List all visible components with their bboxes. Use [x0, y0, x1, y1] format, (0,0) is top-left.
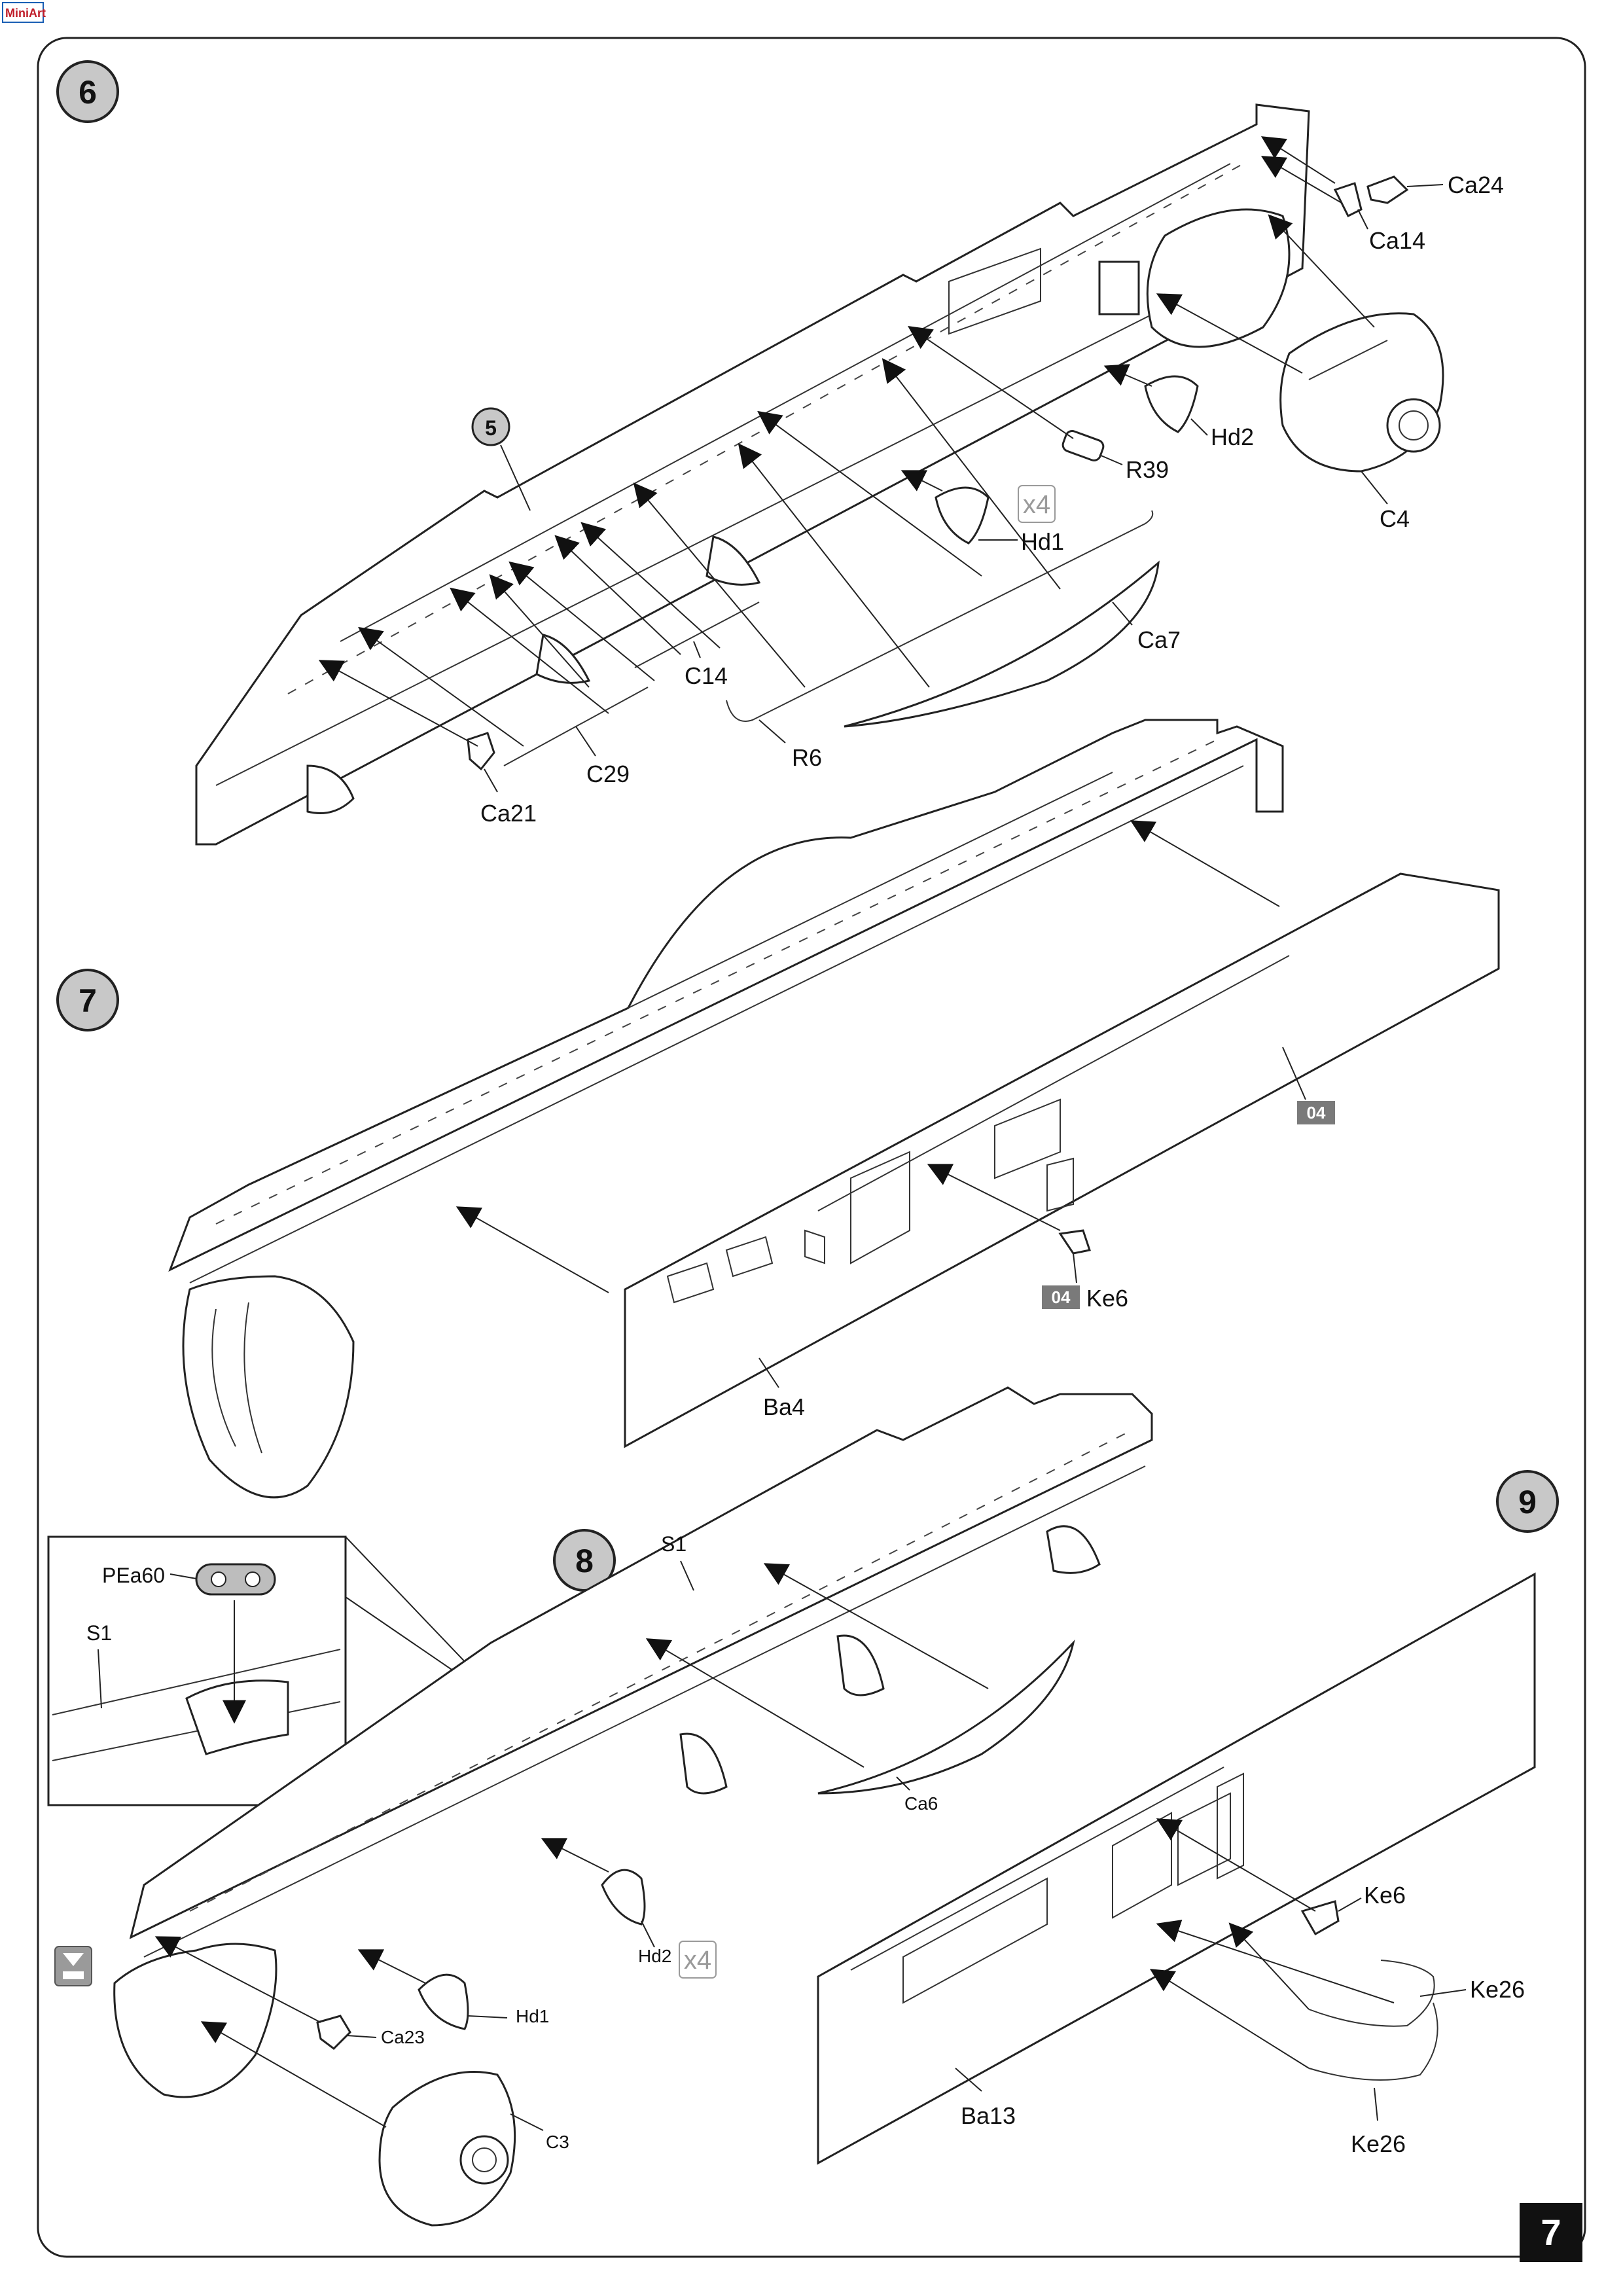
page-frame [37, 37, 1586, 2258]
step-7-circle [56, 969, 119, 1031]
step-9-circle [1496, 1470, 1559, 1533]
label-ba4: Ba4 [763, 1393, 805, 1420]
step-7-arrows [455, 820, 1280, 1293]
step-8-number: 8 [575, 1543, 594, 1579]
sub-step-5-number: 5 [485, 416, 497, 440]
x4-text-step6: x4 [1023, 490, 1050, 519]
part-ca21 [467, 732, 495, 771]
label-s1: S1 [661, 1532, 687, 1556]
step-9-number: 9 [1518, 1484, 1537, 1520]
part-ke26-upper [1308, 1960, 1435, 2027]
label-ca7: Ca7 [1137, 626, 1181, 653]
label-ba13: Ba13 [961, 2102, 1016, 2129]
step-6-arrows [318, 136, 1375, 747]
step-6-label-leaders [484, 184, 1444, 793]
page-number-box: 7 [1520, 2203, 1582, 2262]
label-ke6-step7: Ke6 [1086, 1285, 1128, 1312]
label-hd1-step8: Hd1 [516, 2006, 549, 2026]
part-hd2-step8 [601, 1869, 646, 1926]
part-badge-04-a [1297, 1101, 1335, 1124]
step-9: 9 Ke6 Ke26 Ke26 Ba13 [817, 1470, 1559, 2165]
label-r39: R39 [1126, 456, 1169, 483]
part-ca23 [316, 2015, 351, 2050]
step-6-number: 6 [79, 74, 97, 111]
part-ba13 [817, 1572, 1536, 2165]
label-hd1: Hd1 [1021, 528, 1064, 555]
part-ca6 [817, 1640, 1075, 1795]
step-7: 7 04 [56, 719, 1500, 1499]
label-s1-inset: S1 [86, 1621, 112, 1645]
hull-assembly-step8 [113, 1386, 1153, 2098]
part-ke6-step7 [1058, 1229, 1091, 1255]
part-c14 [634, 601, 760, 668]
label-ca14: Ca14 [1369, 227, 1425, 254]
label-ke26-upper: Ke26 [1470, 1976, 1525, 2003]
part-ca7 [844, 560, 1160, 728]
page-number: 7 [1541, 2212, 1561, 2253]
x4-badge-step6 [1018, 485, 1056, 523]
part-ba4 [624, 872, 1500, 1448]
step-8-arrows [154, 1563, 989, 2128]
label-ca21: Ca21 [480, 800, 537, 827]
label-hd2-step8: Hd2 [638, 1946, 671, 1966]
label-c14: C14 [685, 662, 728, 689]
step-6: 6 [56, 60, 1504, 846]
part-hd1-step8 [418, 1973, 469, 2030]
part-r6 [726, 510, 1154, 722]
label-ca24: Ca24 [1448, 171, 1504, 198]
part-ca24 [1366, 175, 1409, 204]
part-hd2 [1144, 375, 1199, 433]
label-ca23: Ca23 [381, 2027, 425, 2047]
step-7-number: 7 [79, 982, 97, 1019]
label-ke6-step9: Ke6 [1364, 1882, 1406, 1909]
label-r6: R6 [792, 744, 822, 771]
label-c4: C4 [1380, 505, 1410, 532]
part-badge-04-b [1042, 1285, 1080, 1309]
label-hd2: Hd2 [1211, 423, 1254, 450]
front-direction-icon [54, 1946, 92, 1986]
step-9-arrows [1149, 1818, 1395, 2069]
x4-badge-step8 [679, 1941, 717, 1979]
step-6-circle [56, 60, 119, 123]
brand-logo-text: MiniArt [5, 7, 46, 20]
label-pea60: PEa60 [102, 1564, 165, 1587]
hull-side-part-step6 [195, 103, 1310, 846]
sub-step-5-circle [471, 407, 510, 446]
part-c3 [378, 2071, 516, 2227]
badge-04-text-a: 04 [1307, 1103, 1326, 1122]
label-ke26-lower: Ke26 [1351, 2130, 1406, 2157]
badge-04-text-b: 04 [1052, 1287, 1071, 1307]
part-hd1 [935, 486, 990, 545]
part-pea60 [195, 1563, 276, 1596]
part-ke26-lower [1308, 2002, 1438, 2081]
label-c29: C29 [586, 761, 630, 787]
label-ca6: Ca6 [904, 1793, 938, 1814]
x4-text-step8: x4 [684, 1946, 711, 1975]
hull-assembly-step7 [168, 719, 1284, 1499]
detail-inset: PEa60 S1 [47, 1535, 347, 1806]
label-c3: C3 [546, 2132, 569, 2152]
brand-logo: MiniArt [2, 2, 46, 23]
part-ca14 [1333, 182, 1363, 218]
step-8: 8 PEa60 S1 [47, 1386, 1153, 2227]
part-c4 [1279, 312, 1444, 473]
